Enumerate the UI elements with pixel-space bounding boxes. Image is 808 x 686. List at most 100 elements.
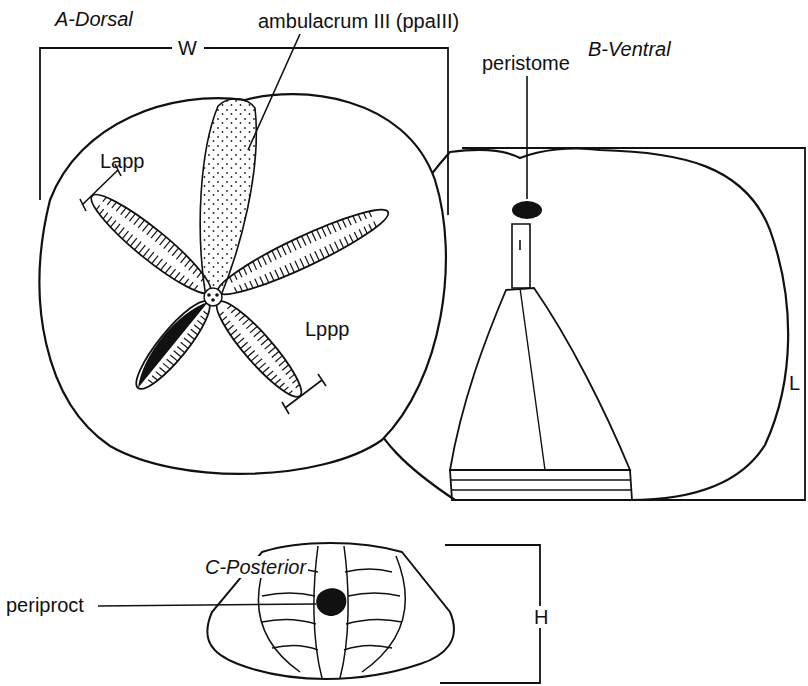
pore-pair	[277, 248, 281, 257]
pore-pair	[322, 227, 326, 236]
pore-pair	[185, 260, 191, 267]
pore-pair	[297, 238, 301, 248]
pore-pair	[290, 263, 294, 272]
pore-pair	[179, 276, 184, 282]
pore-pair	[227, 325, 233, 330]
pore-pair	[243, 267, 246, 274]
pore-pair	[260, 277, 264, 285]
pore-pair	[292, 379, 297, 383]
apical-disc	[204, 288, 222, 306]
pore-pair	[172, 248, 178, 256]
pore-pair	[99, 209, 103, 214]
pore-pair	[258, 259, 262, 267]
pore-pair	[239, 315, 245, 320]
pore-pair	[310, 254, 314, 263]
pore-pair	[268, 347, 275, 353]
pore-pair	[292, 241, 296, 250]
pore-pair	[222, 316, 227, 320]
pore-pair	[204, 311, 208, 315]
pore-pair	[118, 228, 124, 235]
pore-pair	[340, 239, 344, 248]
pore-pair	[253, 262, 257, 270]
pore-pair	[174, 272, 180, 279]
pore-pair	[344, 237, 348, 245]
leader-line	[98, 604, 316, 606]
pore-pair	[155, 234, 162, 242]
pore-pair	[286, 369, 292, 374]
pore-pair	[305, 256, 309, 266]
pore-pair	[317, 229, 321, 238]
pore-pair	[197, 320, 203, 325]
pore-pair	[285, 265, 289, 274]
dimension-label: Lppp	[305, 318, 350, 340]
pore-pair	[176, 252, 182, 260]
view-title: A-Dorsal	[55, 8, 133, 30]
pore-pair	[187, 334, 194, 340]
pore-pair	[265, 274, 269, 282]
pore-pair	[247, 351, 254, 357]
dimension-label: W	[178, 37, 197, 59]
pore-pair	[250, 281, 253, 288]
pore-pair	[156, 372, 162, 377]
pore-pair	[237, 338, 244, 344]
pore-pair	[300, 258, 304, 267]
petal-shadow	[128, 294, 208, 388]
pore-pair	[151, 230, 158, 238]
pore-pair	[279, 383, 284, 388]
pore-pair	[112, 202, 117, 208]
pore-pair	[193, 268, 198, 274]
pore-pair	[315, 251, 319, 260]
band-line	[451, 479, 631, 480]
pore-pair	[184, 338, 191, 344]
pore-pair	[280, 268, 284, 277]
dimension-label: H	[532, 606, 550, 628]
pore-pair	[152, 256, 159, 264]
pore-pair	[126, 235, 132, 243]
pore-pair	[243, 319, 250, 325]
genital-pore	[207, 293, 211, 297]
pore-pair	[261, 339, 268, 345]
pore-pair	[161, 262, 167, 270]
pore-pair	[279, 360, 286, 366]
pore-pair	[200, 316, 205, 320]
pore-pair	[250, 327, 257, 333]
pore-pair	[245, 283, 248, 290]
pore-pair	[152, 376, 158, 381]
pore-pair	[163, 363, 170, 369]
dimension-label: Lapp	[100, 150, 145, 172]
pore-pair	[129, 214, 135, 221]
part-label: periproct	[6, 594, 84, 616]
plastron	[450, 288, 630, 470]
pore-pair	[227, 305, 231, 309]
pore-pair	[234, 334, 241, 340]
dorsal-test-outline	[40, 94, 446, 474]
petal-outline	[207, 293, 310, 405]
length-bracket	[462, 148, 805, 500]
height-bracket	[440, 545, 540, 683]
pore-pair	[325, 247, 329, 256]
pore-pair	[194, 285, 198, 290]
pore-pair	[320, 249, 324, 258]
pore-pair	[282, 365, 288, 371]
pore-pair	[135, 242, 142, 250]
pore-pair	[107, 217, 112, 223]
petal-outline	[127, 293, 219, 397]
pore-pair	[107, 200, 111, 205]
pore-pair	[272, 251, 276, 260]
petal	[83, 184, 220, 303]
pore-pair	[139, 245, 146, 253]
pore-pair	[267, 253, 271, 262]
pore-pair	[164, 241, 171, 249]
pore-pair	[125, 211, 131, 218]
pore-pair	[295, 261, 299, 270]
pore-pair	[354, 232, 358, 240]
petal-length-bar	[282, 374, 326, 414]
pore-pair	[275, 270, 279, 279]
pore-pair	[231, 308, 236, 312]
pore-pair	[96, 205, 100, 209]
pore-pair	[181, 342, 189, 348]
pore-pair	[257, 334, 264, 340]
pore-pair	[369, 211, 372, 216]
petal	[207, 293, 310, 405]
